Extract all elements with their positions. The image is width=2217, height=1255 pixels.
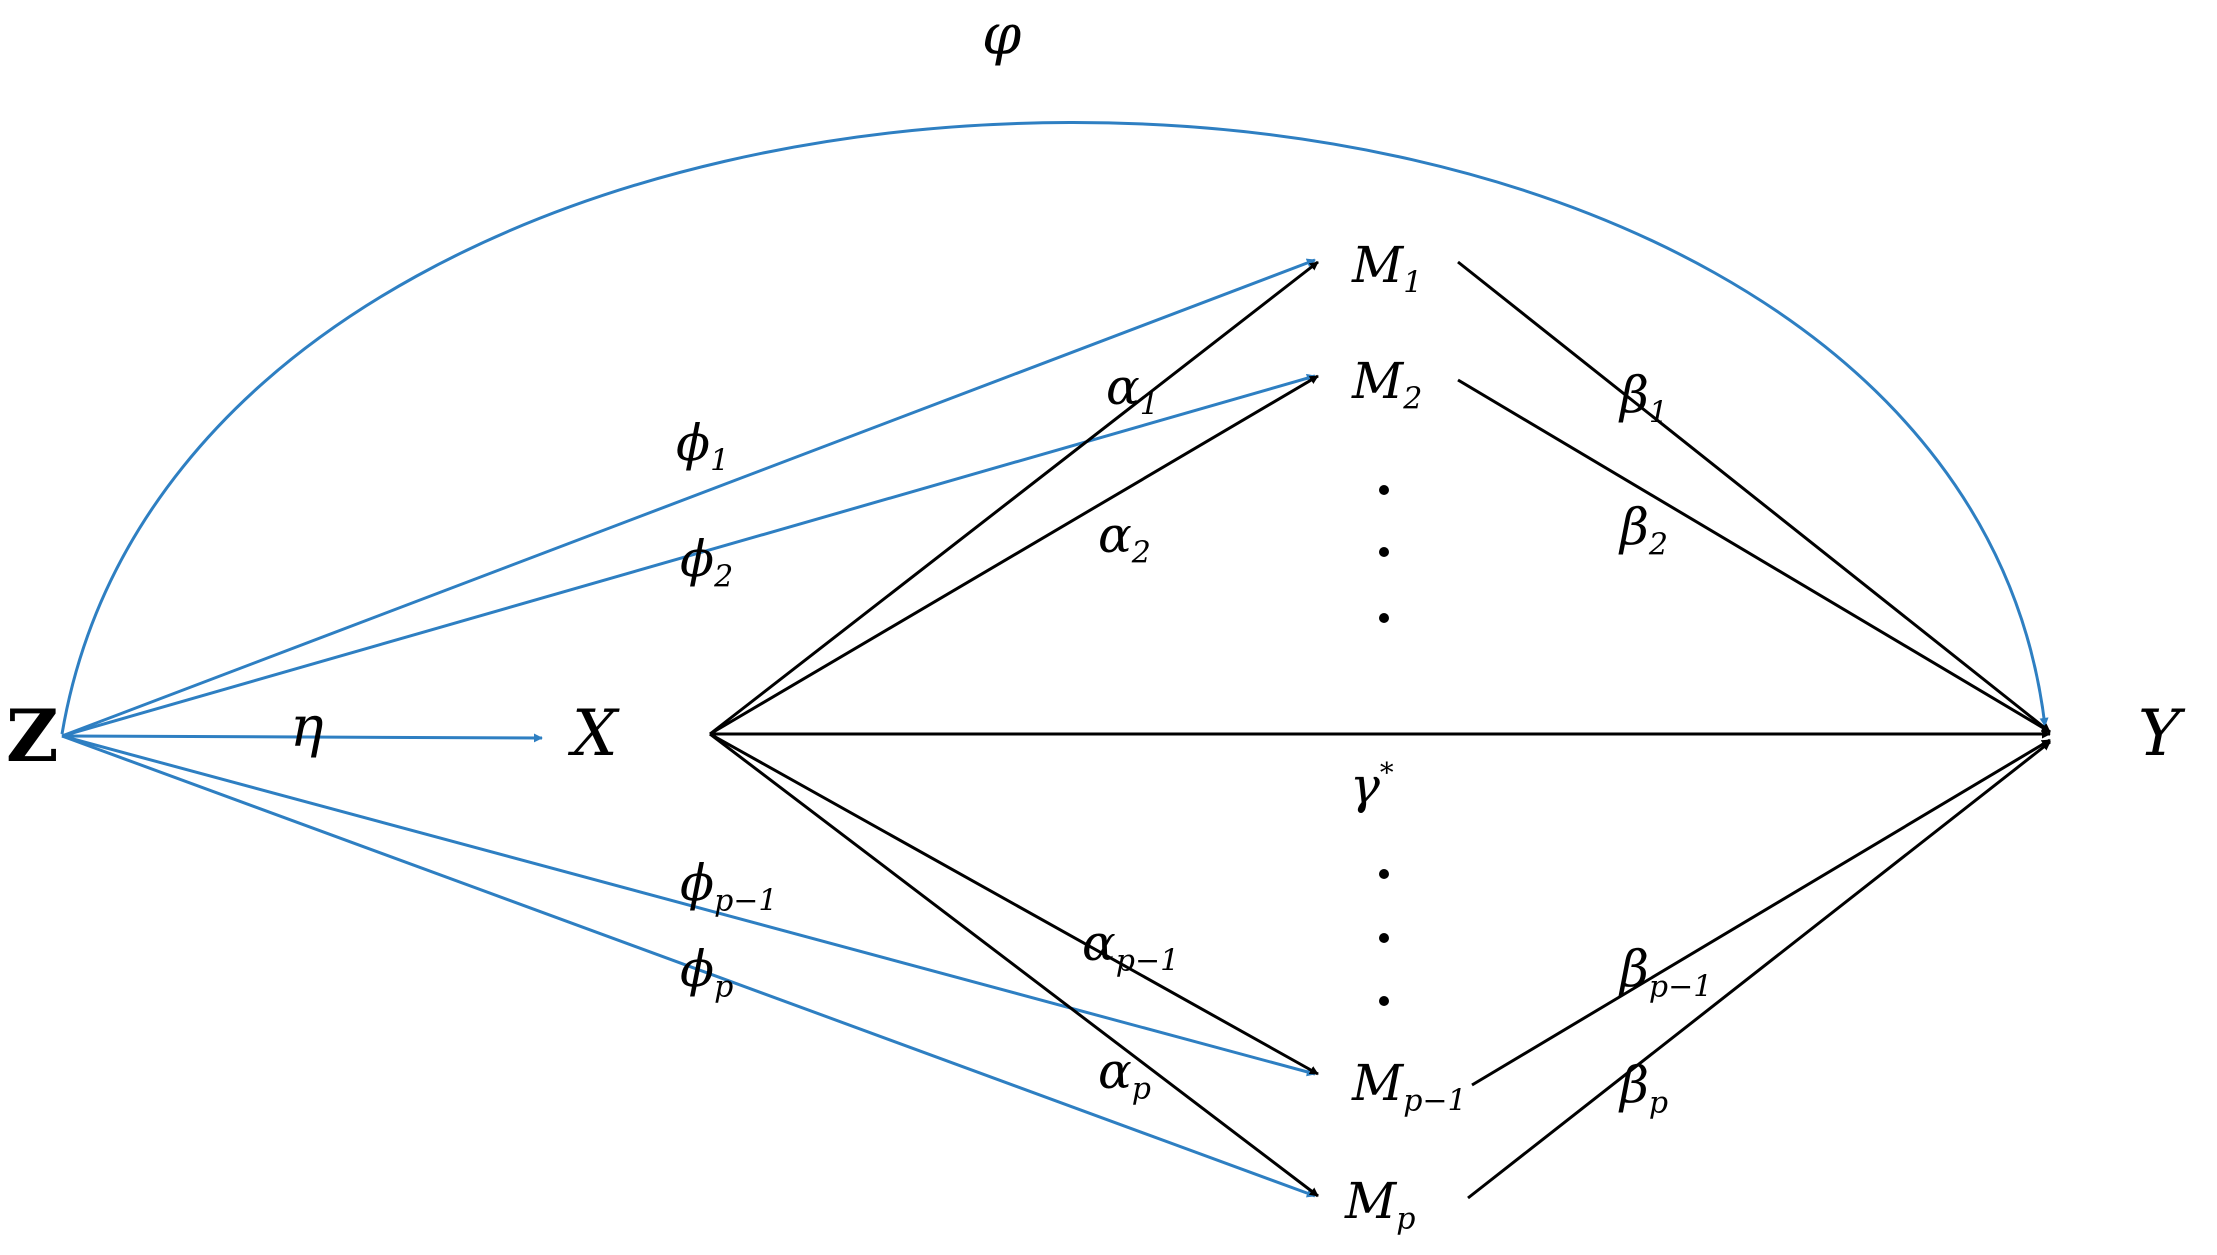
node-x-label: X bbox=[572, 697, 618, 771]
ellipsis-dot bbox=[1379, 869, 1389, 879]
node-mp1-label: Mp−1 bbox=[1352, 1054, 1467, 1119]
coef-phi1-label: ϕ1 bbox=[676, 414, 730, 479]
coef-phip-label: ϕp bbox=[680, 940, 734, 1005]
node-mp-label: Mp bbox=[1345, 1172, 1416, 1237]
node-m1-label: M1 bbox=[1352, 236, 1423, 301]
coef-phip1-label: ϕp−1 bbox=[680, 854, 778, 919]
coef-varphi-label: φ bbox=[982, 3, 1022, 68]
coef-betap1-label: βp−1 bbox=[1620, 940, 1713, 1005]
node-m2-label: M2 bbox=[1352, 352, 1423, 417]
edge-mp1-to-y-betap1 bbox=[1471, 738, 2051, 1087]
node-y-label: Y bbox=[2138, 697, 2181, 771]
ellipsis-dot bbox=[1379, 547, 1389, 557]
coef-beta2-label: β2 bbox=[1620, 498, 1668, 563]
edge-z-to-mp1-phip1 bbox=[61, 734, 1316, 1077]
edge-z-to-m1-phi1 bbox=[61, 258, 1316, 738]
edge-z-to-x-eta bbox=[61, 733, 543, 743]
ellipsis-dot bbox=[1379, 613, 1389, 623]
edge-mp-to-y-betap bbox=[1467, 740, 2051, 1200]
edge-x-to-mp-alphap bbox=[709, 732, 1319, 1198]
edge-z-to-mp-phip bbox=[61, 734, 1316, 1198]
edge-m2-to-y-beta2 bbox=[1457, 378, 2051, 734]
coef-alphap1-label: αp−1 bbox=[1082, 914, 1180, 979]
ellipsis-dot bbox=[1379, 933, 1389, 943]
edge-z-to-y-varphi bbox=[60, 121, 2049, 735]
coef-betap-label: βp bbox=[1620, 1056, 1669, 1121]
coef-beta1-label: β1 bbox=[1620, 366, 1668, 431]
coef-eta-label: η bbox=[290, 695, 324, 760]
edge-m1-to-y-beta1 bbox=[1457, 260, 2051, 734]
coef-alpha2-label: α2 bbox=[1098, 506, 1151, 571]
edge-z-to-m2-phi2 bbox=[61, 373, 1316, 738]
coef-gamma-label: γ* bbox=[1350, 756, 1394, 815]
edge-x-to-m1-alpha1 bbox=[709, 260, 1319, 736]
ellipsis-dot bbox=[1379, 485, 1389, 495]
ellipsis-dot bbox=[1379, 996, 1389, 1006]
edge-x-to-m2-alpha2 bbox=[709, 374, 1319, 736]
edge-x-to-mp1-alphap1 bbox=[709, 732, 1319, 1076]
coef-alphap-label: αp bbox=[1098, 1042, 1151, 1107]
coef-alpha1-label: α1 bbox=[1106, 358, 1159, 423]
coef-phi2-label: ϕ2 bbox=[680, 530, 734, 595]
node-z-label: Z bbox=[6, 693, 59, 778]
